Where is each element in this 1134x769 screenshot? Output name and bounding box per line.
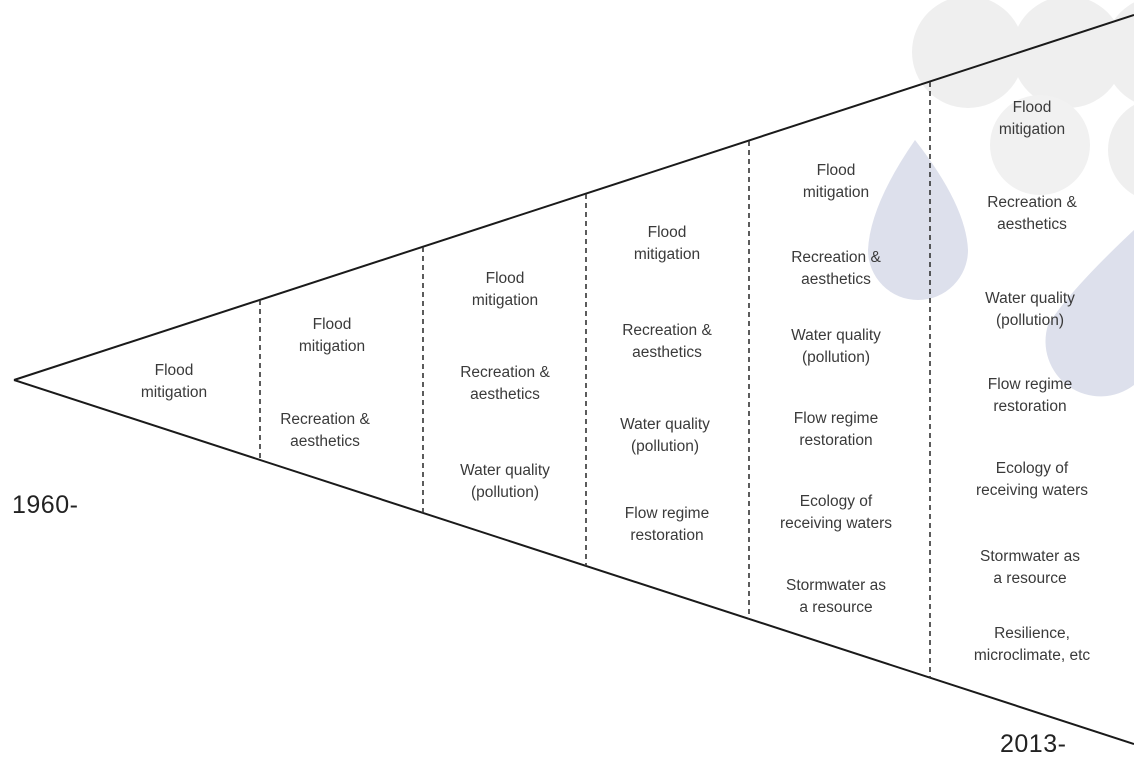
stage-item: Flood mitigation bbox=[802, 162, 870, 201]
stage-item: Flow regime restoration bbox=[987, 376, 1073, 415]
stage-item: Water quality (pollution) bbox=[620, 416, 710, 455]
stage-item: Stormwater as a resource bbox=[980, 548, 1080, 587]
stage-item: Resilience, microclimate, etc bbox=[973, 625, 1091, 664]
stage-dividers bbox=[259, 82, 931, 678]
stage-item: Flow regime restoration bbox=[624, 505, 710, 544]
stage-item: Water quality (pollution) bbox=[791, 327, 881, 366]
stage-item: Flood mitigation bbox=[140, 362, 208, 401]
stage-item: Recreation & aesthetics bbox=[622, 322, 712, 361]
stage-item: Stormwater as a resource bbox=[786, 577, 886, 616]
start-year-label: 1960- bbox=[12, 491, 79, 519]
end-year-label: 2013- bbox=[1000, 730, 1067, 758]
decor-circle bbox=[1104, 2, 1134, 102]
stage-item: Water quality (pollution) bbox=[985, 290, 1075, 329]
stage-item: Flow regime restoration bbox=[793, 410, 879, 449]
water-drop-icon bbox=[1045, 230, 1134, 397]
timeline-upper-edge bbox=[13, 14, 1134, 381]
stage-item: Flood mitigation bbox=[633, 224, 701, 263]
stage-item: Recreation & aesthetics bbox=[460, 364, 550, 403]
timeline-lower-edge bbox=[13, 379, 1134, 745]
stage-item: Recreation & aesthetics bbox=[791, 249, 881, 288]
stage-item: Water quality (pollution) bbox=[460, 462, 550, 501]
stage-item: Flood mitigation bbox=[298, 316, 366, 355]
decor-circle bbox=[912, 0, 1024, 108]
stage-item: Flood mitigation bbox=[998, 99, 1066, 138]
background-decoration bbox=[868, 0, 1134, 397]
stage-item: Recreation & aesthetics bbox=[280, 411, 370, 450]
decor-circle bbox=[1108, 104, 1134, 196]
water-drop-icon bbox=[868, 140, 968, 300]
stage-item: Ecology of receiving waters bbox=[976, 460, 1088, 499]
stage-item: Recreation & aesthetics bbox=[987, 194, 1077, 233]
decor-circle bbox=[990, 95, 1090, 195]
stage-item: Ecology of receiving waters bbox=[780, 493, 892, 532]
stage-item: Flood mitigation bbox=[471, 270, 539, 309]
